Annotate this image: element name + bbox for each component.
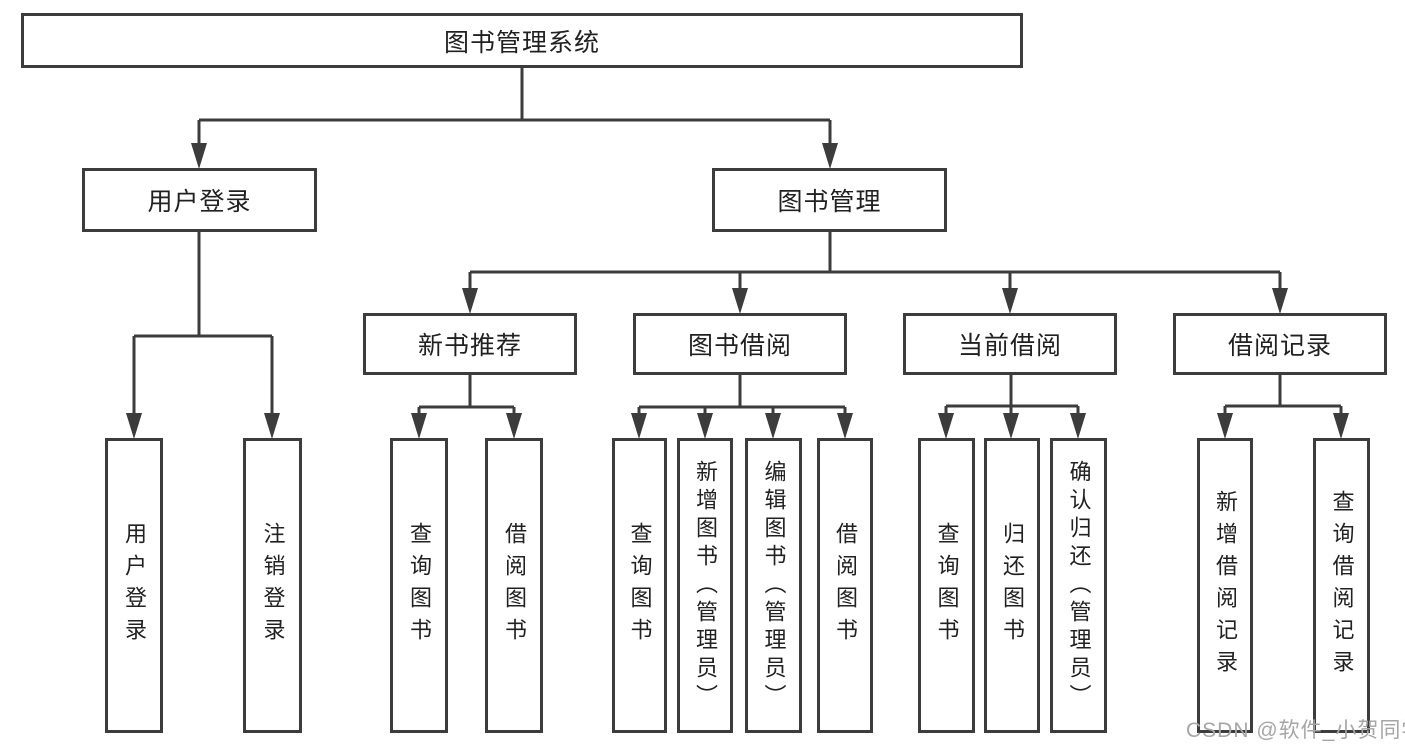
leaf-query-books-recommend: 查询图书 [390,438,448,733]
connector-new-book-recommend-to-leaves [411,375,522,439]
node-book-management-label: 图书管理 [777,188,882,216]
leaf-query-books-current: 查询图书 [918,438,975,733]
leaf-add-books-admin-label: 新增图书（管理员） [693,459,718,712]
leaf-confirm-return-admin: 确认归还（管理员） [1050,438,1107,733]
leaf-query-books-borrow: 查询图书 [612,438,667,733]
leaf-borrow-books: 借阅图书 [817,438,873,733]
leaf-return-books-label: 归还图书 [1000,521,1025,650]
connector-current-borrow-to-leaves [938,375,1086,439]
leaf-confirm-return-admin-label: 确认归还（管理员） [1066,459,1092,712]
leaf-borrow-books-recommend: 借阅图书 [485,438,543,733]
connector-borrow-records-to-leaves [1217,375,1349,439]
connector-user-login-to-leaves [126,232,280,439]
leaf-borrow-books-recommend-label: 借阅图书 [502,521,527,650]
leaf-query-books-borrow-label: 查询图书 [627,521,653,650]
connector-book-borrow-to-leaves [631,375,853,439]
leaf-return-books: 归还图书 [984,438,1040,733]
node-borrow-records-label: 借阅记录 [1227,332,1332,360]
node-root: 图书管理系统 [21,13,1023,68]
node-user-login-label: 用户登录 [147,188,252,216]
leaf-logout: 注销登录 [243,438,302,733]
node-book-management: 图书管理 [712,168,947,232]
leaf-edit-books-admin-label: 编辑图书（管理员） [761,459,787,712]
leaf-user-login-label: 用户登录 [122,521,147,650]
node-book-borrow-label: 图书借阅 [687,332,792,360]
connector-root-to-level2 [191,68,838,169]
node-root-label: 图书管理系统 [443,28,600,57]
node-borrow-records: 借阅记录 [1173,313,1387,375]
connector-book-management-to-level3 [462,232,1288,314]
node-current-borrow: 当前借阅 [903,313,1117,375]
node-new-book-recommend: 新书推荐 [363,313,577,375]
watermark-text: CSDN @软件_小贺同学 [1186,719,1405,742]
node-user-login: 用户登录 [82,168,317,232]
leaf-logout-label: 注销登录 [260,521,286,650]
leaf-edit-books-admin: 编辑图书（管理员） [745,438,802,733]
node-new-book-recommend-label: 新书推荐 [417,332,522,360]
leaf-borrow-books-label: 借阅图书 [833,521,858,650]
leaf-add-borrow-record-label: 新增借阅记录 [1213,489,1238,682]
leaf-user-login: 用户登录 [105,438,163,733]
leaf-add-borrow-record: 新增借阅记录 [1197,438,1253,733]
leaf-query-borrow-record-label: 查询借阅记录 [1329,489,1355,682]
leaf-query-borrow-record: 查询借阅记录 [1313,438,1370,733]
leaf-add-books-admin: 新增图书（管理员） [677,438,733,733]
leaf-query-books-recommend-label: 查询图书 [407,521,432,650]
leaf-query-books-current-label: 查询图书 [934,521,960,650]
node-current-borrow-label: 当前借阅 [957,332,1062,360]
node-book-borrow: 图书借阅 [633,313,847,375]
